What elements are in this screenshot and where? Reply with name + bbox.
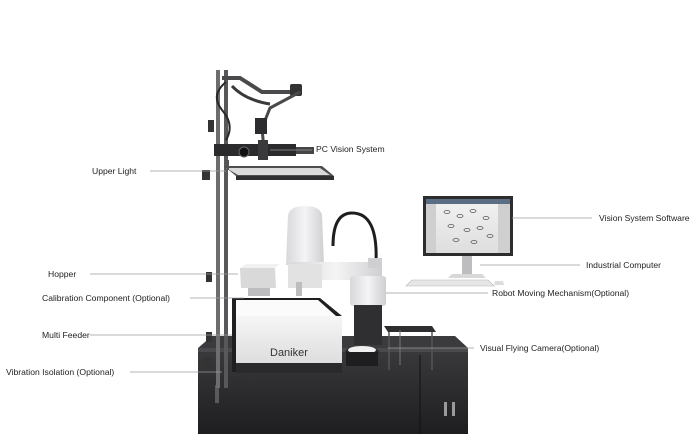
multi-feeder: Daniker <box>232 298 342 373</box>
label-pc-vision-system: PC Vision System <box>316 144 385 154</box>
brand-logo: Daniker <box>270 347 308 359</box>
label-vision-system-software: Vision System Software <box>599 213 690 223</box>
mounting-frame <box>202 70 302 388</box>
label-robot-moving-mechanism: Robot Moving Mechanism(Optional) <box>492 288 630 298</box>
vision-software-screen <box>443 209 494 244</box>
flying-camera <box>345 326 436 370</box>
upper-light <box>224 160 334 180</box>
label-upper-light: Upper Light <box>92 166 137 176</box>
label-calibration-component: Calibration Component (Optional) <box>42 293 171 303</box>
industrial-computer <box>405 196 513 287</box>
pc-vision-camera <box>214 140 314 160</box>
label-visual-flying-camera: Visual Flying Camera(Optional) <box>480 343 600 353</box>
label-hopper: Hopper <box>48 269 77 279</box>
label-industrial-computer: Industrial Computer <box>586 260 661 270</box>
label-multi-feeder: Multi Feeder <box>42 330 90 340</box>
leader-lines <box>90 149 592 373</box>
hopper <box>240 264 280 296</box>
scara-robot <box>286 206 386 345</box>
label-vibration-isolation: Vibration Isolation (Optional) <box>6 367 115 377</box>
